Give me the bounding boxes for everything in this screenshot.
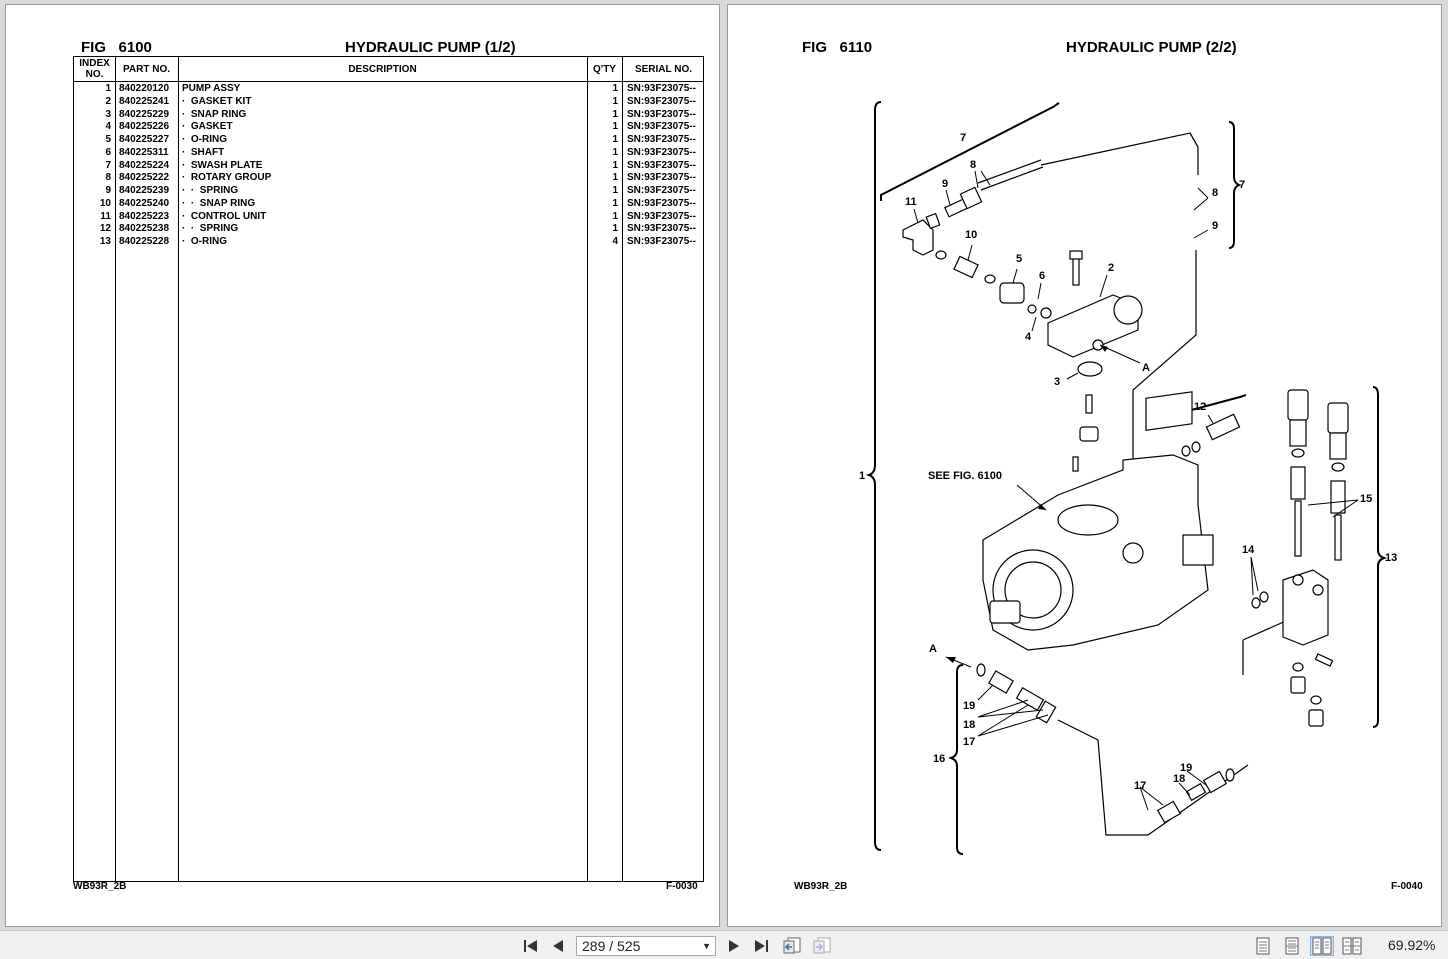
go-back-view-icon[interactable] bbox=[781, 936, 803, 956]
go-forward-view-icon[interactable] bbox=[811, 936, 833, 956]
fig-label: FIG 6100 bbox=[81, 39, 152, 56]
callout-14: 14 bbox=[1242, 544, 1255, 556]
footer-code: F-0040 bbox=[1391, 881, 1423, 892]
callout-1: 1 bbox=[859, 470, 865, 482]
callout-15: 15 bbox=[1360, 493, 1372, 505]
callout-9: 9 bbox=[1212, 220, 1218, 232]
single-page-icon[interactable] bbox=[1253, 936, 1273, 956]
callout-19: 19 bbox=[1180, 762, 1192, 774]
header-description: DESCRIPTION bbox=[348, 63, 417, 75]
callout-5: 5 bbox=[1016, 253, 1022, 265]
next-page-icon[interactable] bbox=[725, 936, 743, 956]
callout-2: 2 bbox=[1108, 262, 1114, 274]
fig-label: FIG 6110 bbox=[802, 39, 873, 56]
callout-13: 13 bbox=[1385, 552, 1397, 564]
callout-4: 4 bbox=[1025, 331, 1032, 343]
callout-6: 6 bbox=[1039, 270, 1045, 282]
callout-7: 7 bbox=[960, 132, 966, 144]
footer-code: F-0030 bbox=[666, 881, 698, 892]
callout-10: 10 bbox=[965, 229, 977, 241]
callout-17: 17 bbox=[1134, 780, 1146, 792]
header-serial: SERIAL NO. bbox=[634, 63, 693, 75]
callout-11: 11 bbox=[905, 196, 917, 208]
chevron-down-icon[interactable]: ▼ bbox=[702, 941, 711, 951]
footer-model: WB93R_2B bbox=[73, 881, 127, 892]
zoom-level[interactable]: 69.92% bbox=[1388, 937, 1436, 953]
callout-a: A bbox=[1142, 362, 1150, 374]
fig-number: 6100 bbox=[118, 39, 152, 56]
header-part-no: PART NO. bbox=[122, 63, 171, 75]
page-right: FIG 6110 HYDRAULIC PUMP (2/2) bbox=[727, 4, 1442, 927]
callout-16: 16 bbox=[933, 753, 945, 765]
callout-12: 12 bbox=[1194, 401, 1206, 413]
page-number-field[interactable]: 289 / 525 ▼ bbox=[576, 936, 716, 956]
continuous-icon[interactable] bbox=[1282, 936, 1302, 956]
callout-7: 7 bbox=[1239, 179, 1245, 191]
two-page-icon[interactable] bbox=[1310, 936, 1334, 956]
page-title: HYDRAULIC PUMP (2/2) bbox=[1066, 39, 1237, 56]
fig-number: 6110 bbox=[839, 39, 873, 56]
navigation-toolbar: 289 / 525 ▼ 69.92% bbox=[0, 930, 1448, 959]
callout-3: 3 bbox=[1054, 376, 1060, 388]
callout-a: A bbox=[929, 643, 937, 655]
header-qty: Q'TY bbox=[593, 63, 616, 75]
callout-19: 19 bbox=[963, 700, 975, 712]
callout-18: 18 bbox=[1173, 773, 1185, 785]
callout-8: 8 bbox=[970, 159, 976, 171]
footer-model: WB93R_2B bbox=[794, 881, 848, 892]
last-page-icon[interactable] bbox=[751, 936, 771, 956]
page-title: HYDRAULIC PUMP (1/2) bbox=[345, 39, 516, 56]
callout-17: 17 bbox=[963, 736, 975, 748]
exploded-diagram: 1 2 3 4 5 6 7 7 8 8 9 9 10 11 12 13 14 1… bbox=[859, 101, 1397, 855]
callout-8: 8 bbox=[1212, 187, 1218, 199]
two-page-continuous-icon[interactable] bbox=[1341, 936, 1363, 956]
prev-page-icon[interactable] bbox=[549, 936, 567, 956]
first-page-icon[interactable] bbox=[521, 936, 541, 956]
see-fig-label: SEE FIG. 6100 bbox=[928, 470, 1002, 482]
callout-9: 9 bbox=[942, 178, 948, 190]
callout-18: 18 bbox=[963, 719, 975, 731]
